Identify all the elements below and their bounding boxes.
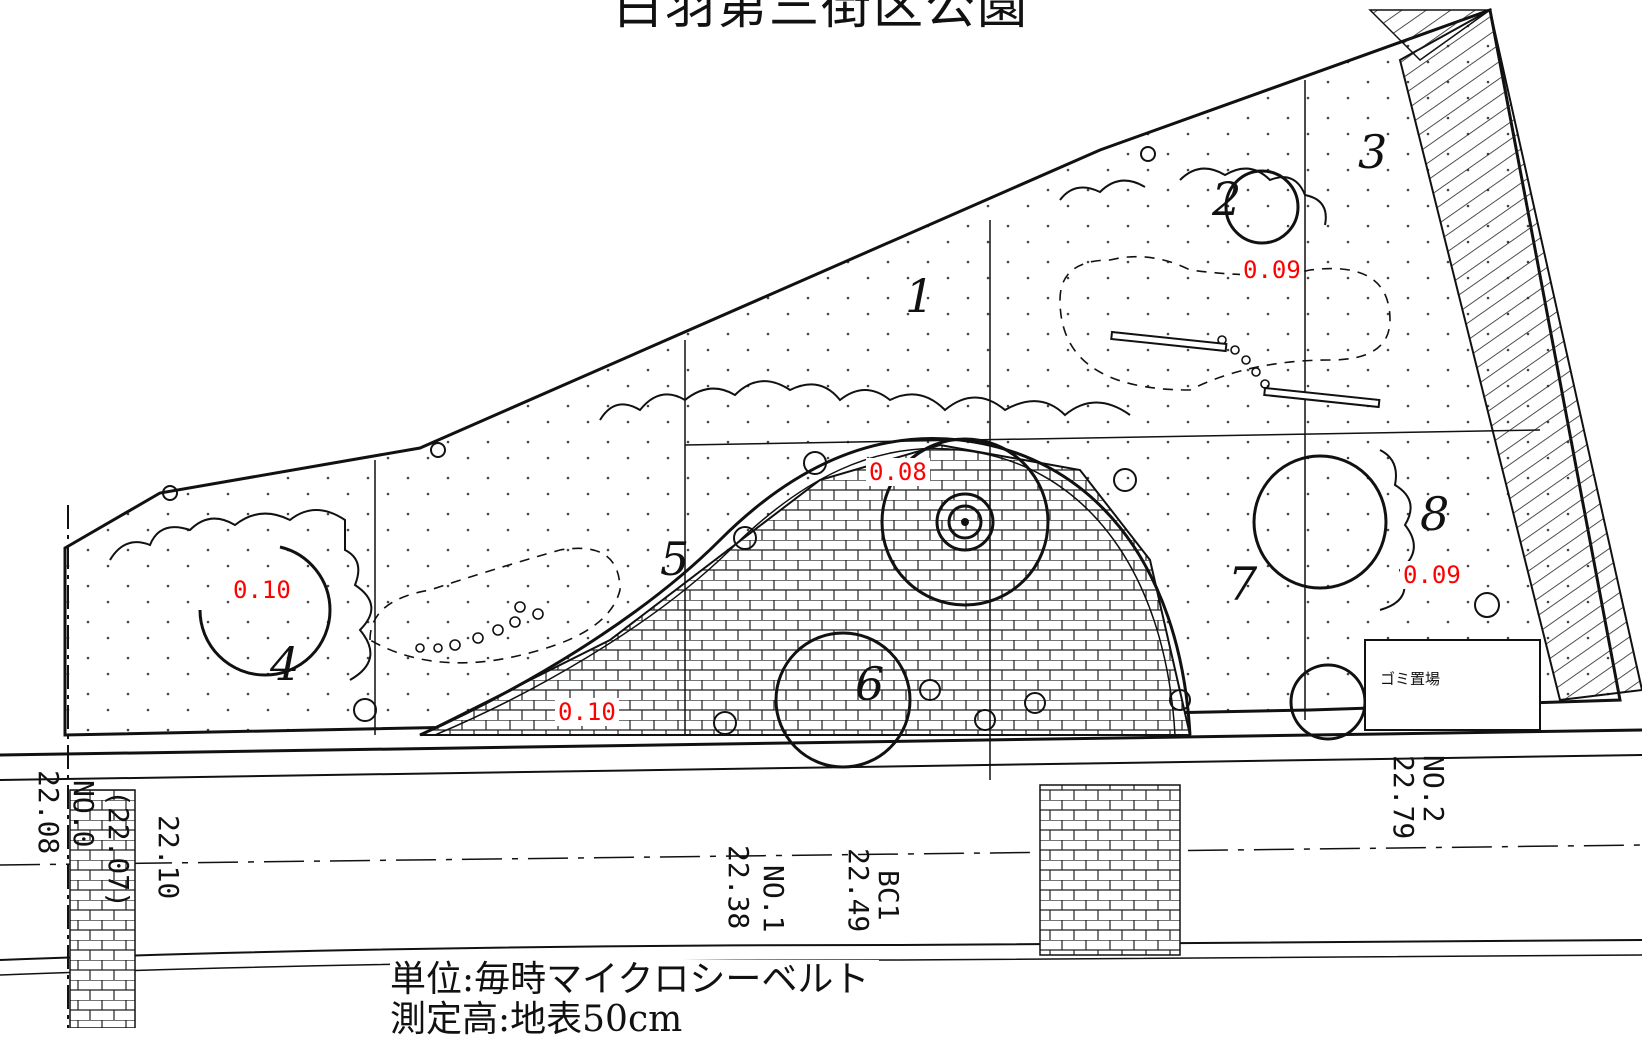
reading-label: 0.09 xyxy=(1240,256,1304,284)
reading-label: 0.10 xyxy=(555,698,619,726)
paved-plaza xyxy=(419,443,1192,736)
zone-number: 1 xyxy=(905,269,934,323)
station-label: 22.79 xyxy=(1387,755,1420,840)
station-label: 22.10 xyxy=(152,815,185,900)
reading-label: 0.09 xyxy=(1400,561,1464,589)
garbage-area-label: ゴミ置場 xyxy=(1380,670,1441,688)
station-label: 22.38 xyxy=(722,845,755,930)
zone-number: 6 xyxy=(855,657,884,711)
legend-notes: 単位:毎時マイクロシーベルト 測定高:地表50cm xyxy=(390,959,880,1040)
reading-label: 0.10 xyxy=(230,576,294,604)
station-label: NO.1 xyxy=(757,865,790,933)
zone-number: 3 xyxy=(1358,125,1387,179)
road-paving-center xyxy=(1039,784,1181,956)
reading-label: 0.08 xyxy=(866,458,930,486)
station-label: 22.49 xyxy=(842,848,875,933)
zone-number: 2 xyxy=(1211,172,1241,226)
station-label: NO.2 xyxy=(1417,755,1450,823)
station-label: BC1 xyxy=(872,870,905,921)
height-note: 測定高:地表50cm xyxy=(390,999,683,1040)
walkway xyxy=(419,437,1192,737)
station-label: NO.0 xyxy=(67,780,100,848)
zone-number: 5 xyxy=(660,532,689,586)
station-label: 22.08 xyxy=(32,770,65,855)
road-paving-left xyxy=(69,789,136,1028)
zone-number: 4 xyxy=(269,637,299,691)
zone-number: 7 xyxy=(1228,557,1258,611)
zone-number: 8 xyxy=(1420,487,1449,541)
garbage-area-box xyxy=(1364,639,1541,731)
units-note: 単位:毎時マイクロシーベルト xyxy=(390,959,870,1000)
station-label: (22.07) xyxy=(102,790,135,909)
page-title: 白羽第三街区公園 xyxy=(613,0,1029,35)
